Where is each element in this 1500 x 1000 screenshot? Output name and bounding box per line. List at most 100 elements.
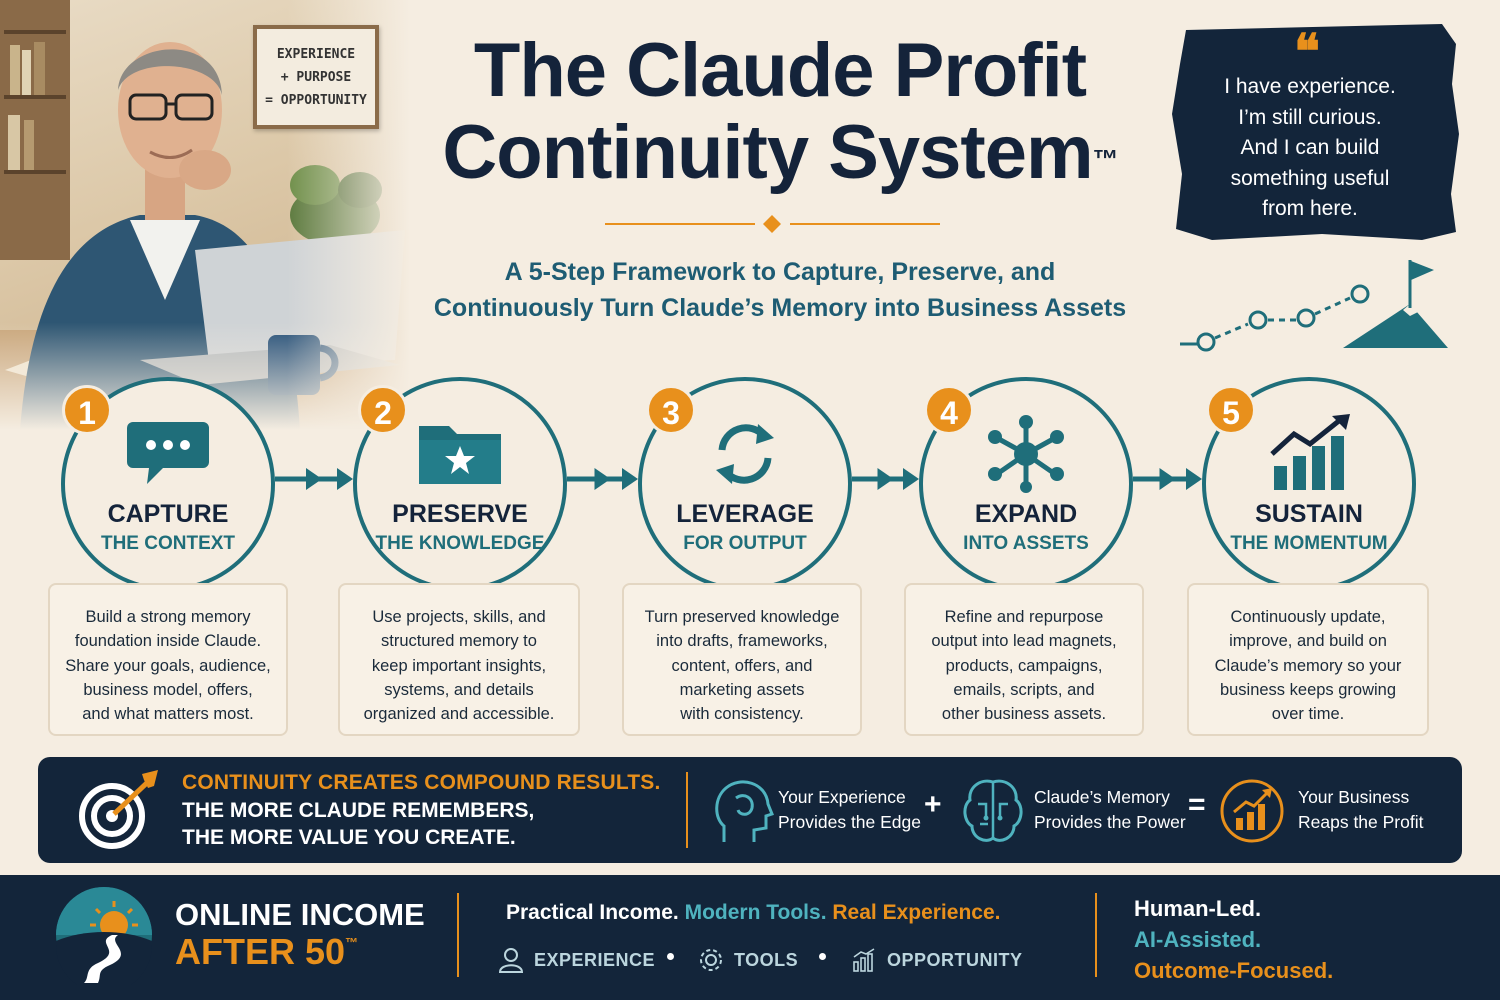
- step-description-card: Build a strong memory foundation inside C…: [48, 583, 288, 736]
- plus-operator: +: [924, 788, 942, 821]
- step-description-line: improve, and build on: [1229, 632, 1387, 651]
- step-connector-arrow: [1133, 468, 1202, 490]
- step-description-line: into drafts, frameworks,: [656, 632, 828, 651]
- quote-line: I’m still curious.: [1238, 105, 1382, 129]
- title-divider: [605, 215, 940, 233]
- network-nodes-icon: [981, 414, 1071, 494]
- step-description-line: Turn preserved knowledge: [644, 608, 840, 626]
- step-subtitle: THE CONTEXT: [100, 533, 236, 554]
- growth-chart-icon: [1264, 414, 1354, 494]
- quote-line: And I can build: [1240, 136, 1380, 159]
- step-description-line: Refine and repurpose: [944, 608, 1104, 626]
- banner-separator: [686, 772, 688, 848]
- subtitle-line-1: A 5-Step Framework to Capture, Preserve,…: [504, 258, 1056, 286]
- brand-line-2-text: AFTER 50: [175, 931, 346, 972]
- step-title: EXPAND: [974, 500, 1078, 528]
- brand-line-2: AFTER 50™: [175, 931, 358, 973]
- step-description-line: products, campaigns,: [945, 656, 1103, 675]
- step-connector-arrow: [275, 468, 353, 490]
- brain-circuit-icon: [963, 779, 1023, 842]
- step-description-line: foundation inside Claude.: [74, 632, 262, 651]
- footer-separator-2: [1095, 893, 1097, 977]
- quote-brush-background: [1172, 24, 1459, 240]
- banner-headline: CONTINUITY CREATES COMPOUND RESULTS.: [182, 771, 661, 794]
- trademark-mark: ™: [1092, 144, 1119, 174]
- tagline-practical: Practical Income.: [506, 901, 679, 924]
- step-description-line: over time.: [1271, 705, 1345, 724]
- profit-chart-icon: [1220, 779, 1284, 843]
- step-number-badge: 4: [924, 385, 974, 435]
- head-profile-icon: [715, 780, 774, 842]
- banner-line-3: THE MORE VALUE YOU CREATE.: [182, 826, 516, 849]
- quote-line: something useful: [1230, 166, 1390, 190]
- folder-star-icon: [415, 414, 505, 494]
- step-description-line: business model, offers,: [83, 680, 253, 699]
- step-description-line: Share your goals, audience,: [65, 656, 271, 675]
- pillar-dot: [667, 953, 674, 960]
- bar-chart-icon: [853, 948, 875, 972]
- pillar-experience: EXPERIENCE: [498, 946, 655, 974]
- person-icon: [498, 948, 524, 973]
- step-number-badge: 1: [62, 385, 112, 435]
- step-connector-arrow: [852, 468, 919, 490]
- step-description-card: Turn preserved knowledge into drafts, fra…: [622, 583, 862, 736]
- step-description-line: Use projects, skills, and: [372, 608, 546, 626]
- title-line-2: Continuity System: [442, 110, 1093, 195]
- step-description-line: Continuously update,: [1230, 608, 1386, 626]
- sign-line-3: = OPPORTUNITY: [265, 92, 367, 108]
- step-description-line: with consistency.: [680, 705, 804, 724]
- pillar-opportunity-label: OPPORTUNITY: [887, 949, 1023, 970]
- step-number-badge: 5: [1206, 385, 1256, 435]
- brand-trademark: ™: [345, 935, 359, 950]
- pillar-dot: [819, 953, 826, 960]
- subtitle-line-2: Continuously Turn Claude’s Memory into B…: [433, 294, 1127, 322]
- step-description-line: keep important insights,: [371, 656, 547, 675]
- step-description-line: marketing assets: [679, 680, 805, 699]
- footer-separator-1: [457, 893, 459, 977]
- quote-line: from here.: [1262, 197, 1358, 220]
- step-description-line: systems, and details: [384, 680, 534, 699]
- step-subtitle: THE MOMENTUM: [1230, 533, 1388, 554]
- pillar-tools-label: TOOLS: [734, 949, 799, 970]
- step-subtitle: FOR OUTPUT: [683, 533, 807, 554]
- sunrise-road-logo: [56, 887, 152, 985]
- footer-tagline: Practical Income. Modern Tools. Real Exp…: [506, 901, 1000, 925]
- quote-line: I have experience.: [1224, 75, 1396, 98]
- chat-bubble-icon: [123, 414, 213, 494]
- step-description-line: emails, scripts, and: [953, 680, 1095, 699]
- page-title: The Claude Profit Continuity System™: [430, 30, 1130, 194]
- summit-path-icon: [1180, 260, 1448, 352]
- sign-line-1: EXPERIENCE: [276, 46, 356, 62]
- step-title: SUSTAIN: [1255, 500, 1363, 528]
- step-description-line: content, offers, and: [671, 656, 813, 675]
- step-description-card: Use projects, skills, and structured memo…: [338, 583, 580, 736]
- equation-experience-line-2: Provides the Edge: [778, 812, 922, 832]
- banner-line-2: THE MORE CLAUDE REMEMBERS,: [182, 799, 535, 822]
- equation-experience-line-1: Your Experience: [778, 787, 906, 807]
- step-connector-arrow: [567, 468, 638, 490]
- brand-line-1: ONLINE INCOME: [175, 897, 425, 932]
- equation-profit-line-1: Your Business: [1298, 787, 1410, 807]
- step-description-line: business keeps growing: [1219, 680, 1397, 699]
- step-description-line: Build a strong memory: [85, 608, 251, 626]
- equation-profit: Your Business Reaps the Profit: [1298, 785, 1423, 835]
- step-description-line: structured memory to: [381, 632, 537, 651]
- step-title: PRESERVE: [392, 500, 528, 528]
- step-title: LEVERAGE: [676, 500, 814, 528]
- target-arrow-icon: [79, 770, 158, 849]
- equation-memory-line-1: Claude’s Memory: [1034, 787, 1170, 807]
- tagline-modern: Modern Tools.: [684, 901, 827, 924]
- pillar-opportunity: OPPORTUNITY: [851, 946, 1023, 974]
- equation-memory: Claude’s Memory Provides the Power: [1034, 785, 1186, 835]
- sign-line-2: + PURPOSE: [280, 69, 352, 85]
- step-description-line: and what matters most.: [82, 705, 254, 724]
- tagline-real: Real Experience.: [832, 901, 1001, 924]
- equation-experience: Your Experience Provides the Edge: [778, 785, 921, 835]
- step-description-card: Continuously update, improve, and build o…: [1187, 583, 1429, 736]
- refresh-cycle-icon: [700, 414, 790, 494]
- quote-text: I have experience. I’m still curious. An…: [1190, 72, 1430, 225]
- motto-ai-assisted: AI-Assisted.: [1134, 927, 1262, 952]
- step-title: CAPTURE: [107, 500, 229, 528]
- motto-outcome: Outcome-Focused.: [1134, 958, 1334, 983]
- experience-sign: EXPERIENCE + PURPOSE = OPPORTUNITY: [253, 25, 379, 129]
